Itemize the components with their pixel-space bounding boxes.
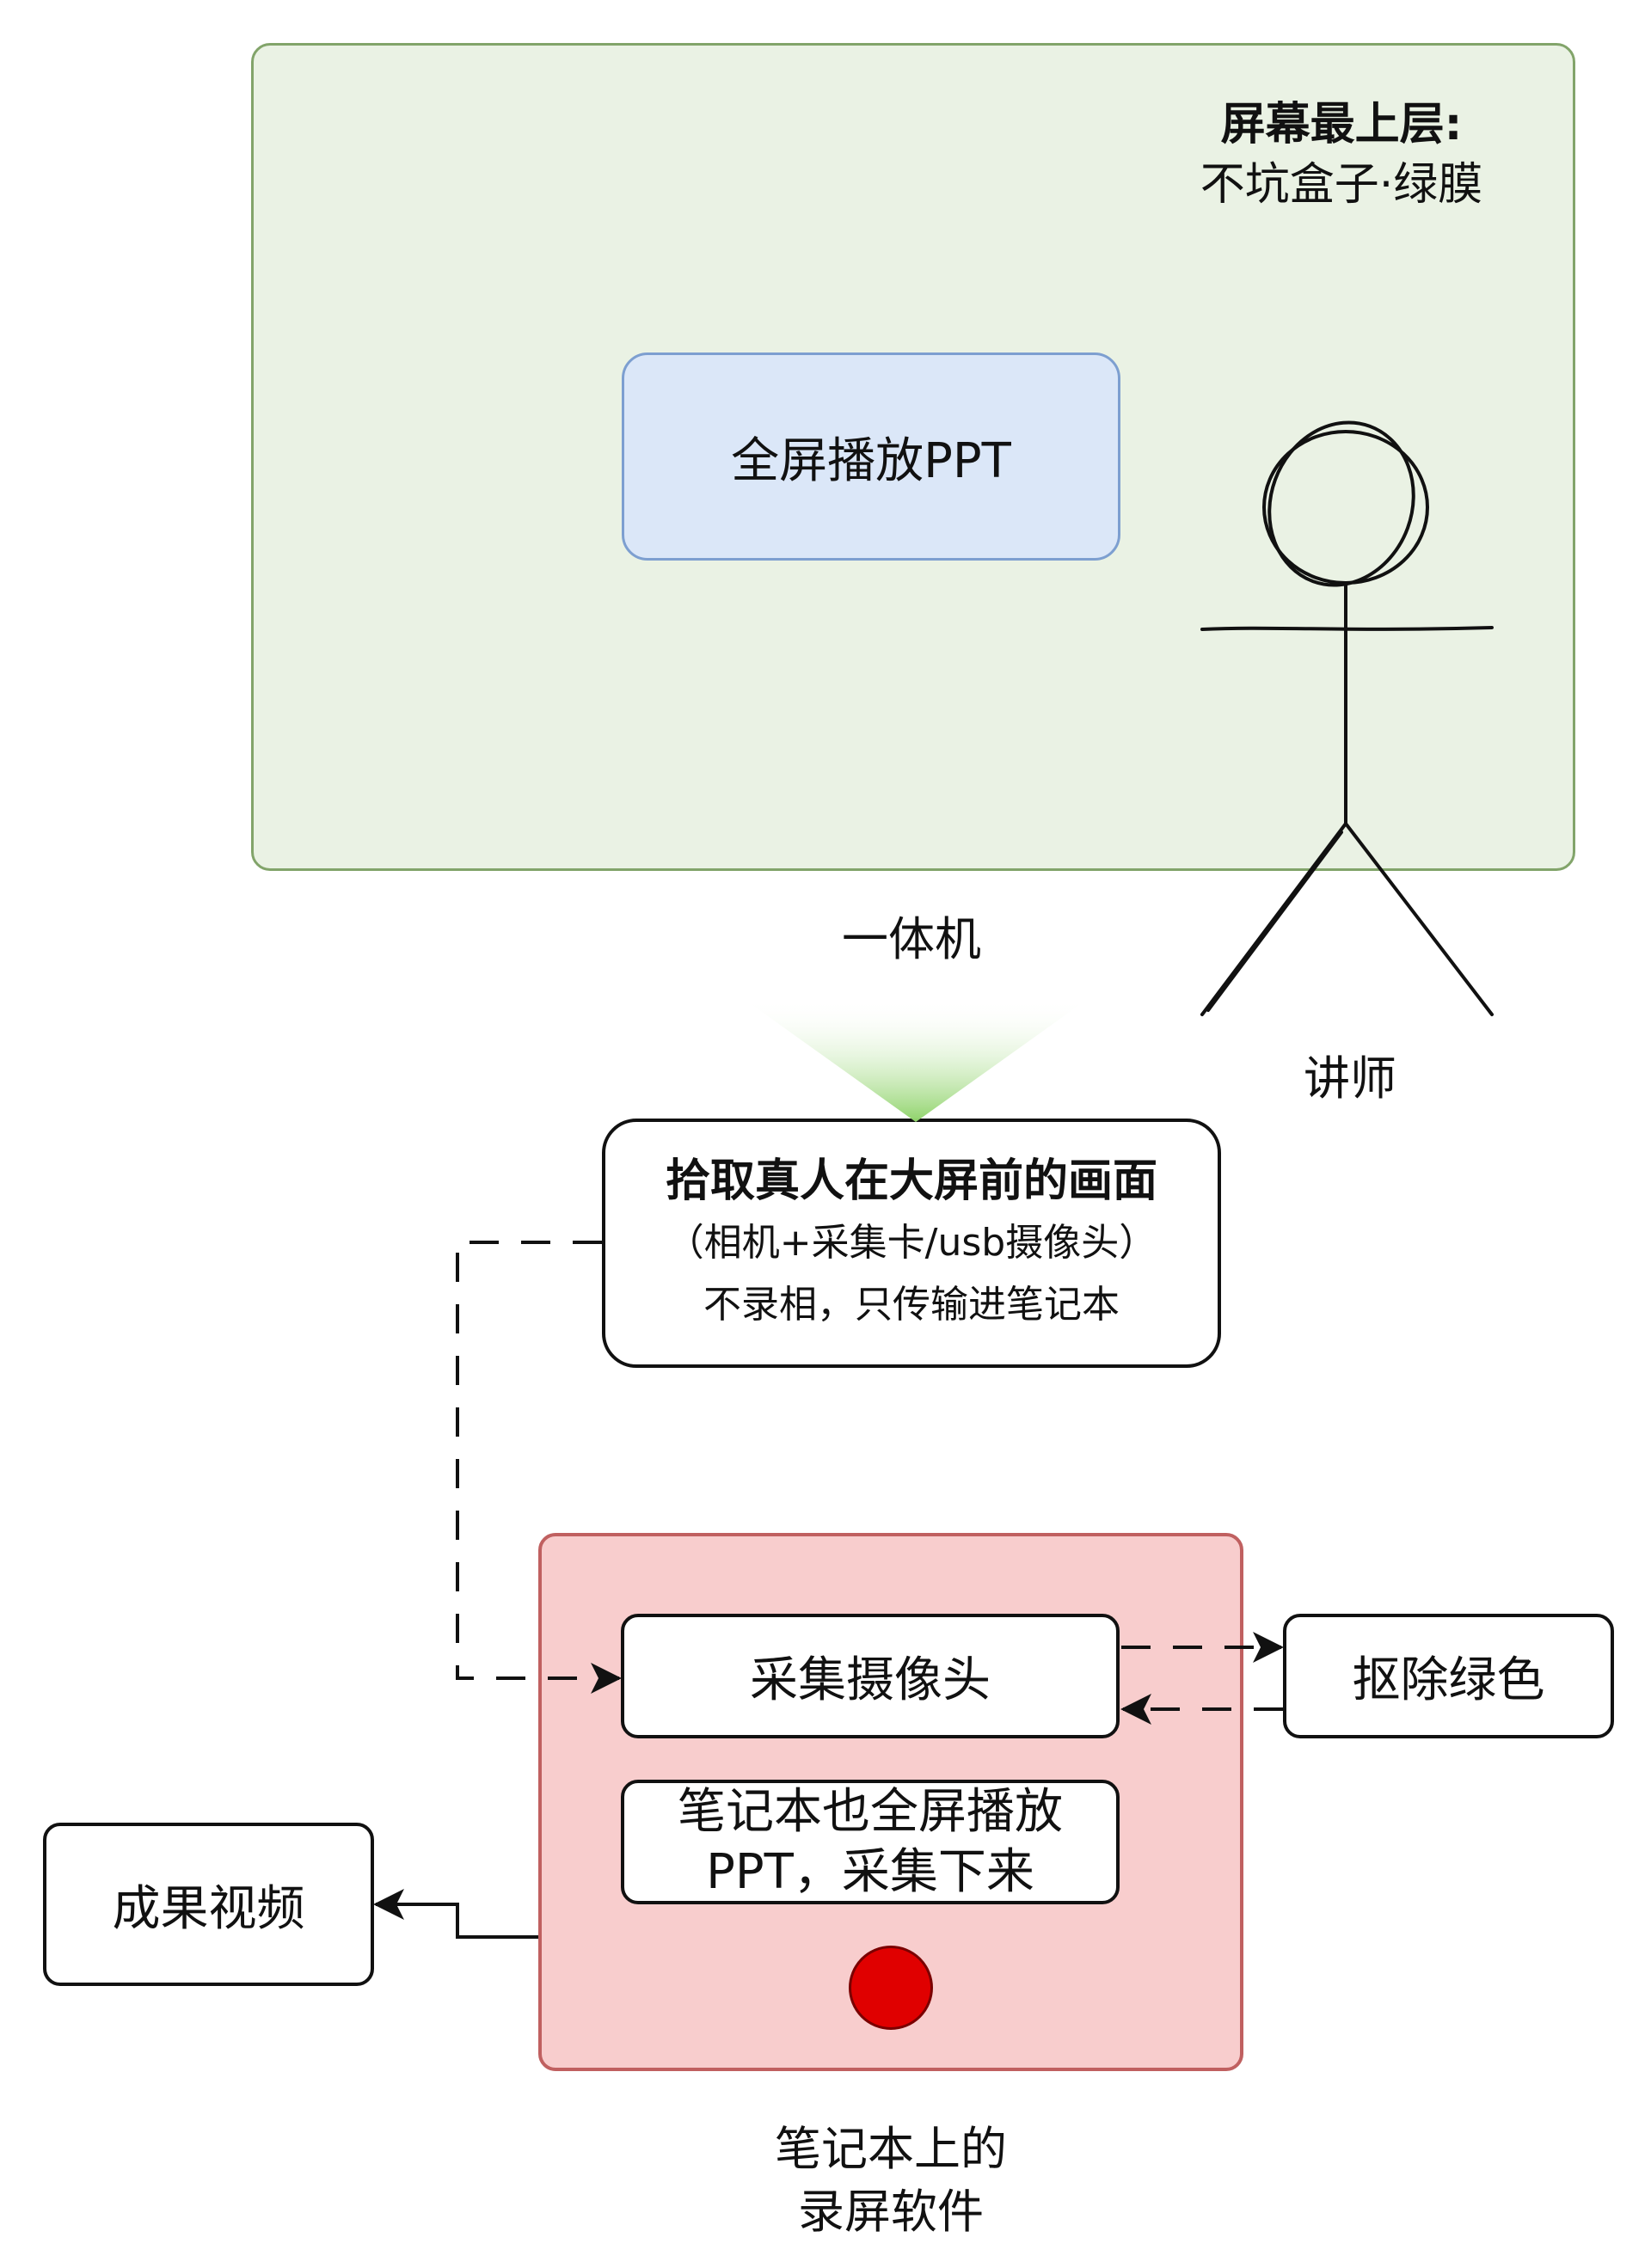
recorder-to-output-arrow — [373, 1889, 538, 1939]
keying-label: 抠除绿色 — [1352, 1652, 1545, 1708]
capture-to-recorder-arrow — [456, 1241, 622, 1694]
camera-beam — [744, 999, 1088, 1122]
camera-capture-box: 采集摄像头 — [621, 1614, 1120, 1738]
output-label: 成果视频 — [112, 1880, 305, 1937]
recorder-caption-line1: 笔记本上的 — [775, 2122, 1007, 2176]
ppt-capture-box: 笔记本也全屏播放 PPT，采集下来 — [621, 1780, 1120, 1904]
ppt-capture-line1: 笔记本也全屏播放 — [678, 1783, 1063, 1840]
capture-box: 拾取真人在大屏前的画面 （相机+采集卡/usb摄像头） 不录相，只传输进笔记本 — [602, 1119, 1221, 1368]
output-box: 成果视频 — [43, 1823, 374, 1986]
ppt-box: 全屏播放PPT — [622, 352, 1120, 561]
ppt-box-label: 全屏播放PPT — [731, 432, 1011, 489]
capture-title: 拾取真人在大屏前的画面 — [665, 1155, 1157, 1207]
speaker-icon — [1200, 420, 1494, 1016]
speaker-label: 讲师 — [1304, 1051, 1396, 1106]
capture-line1: （相机+采集卡/usb摄像头） — [666, 1221, 1157, 1265]
screen-caption: 一体机 — [842, 912, 981, 966]
capture-line2: 不录相，只传输进笔记本 — [703, 1283, 1120, 1327]
camera-capture-label: 采集摄像头 — [750, 1652, 991, 1708]
screen-subtitle: 不坑盒子·绿膜 — [1200, 159, 1483, 211]
recorder-caption-line2: 录屏软件 — [798, 2185, 984, 2239]
ppt-capture-line2: PPT，采集下来 — [706, 1843, 1034, 1900]
screen-title: 屏幕最上层: — [1220, 99, 1463, 150]
keying-box: 抠除绿色 — [1283, 1614, 1614, 1738]
record-button[interactable] — [849, 1946, 933, 2030]
